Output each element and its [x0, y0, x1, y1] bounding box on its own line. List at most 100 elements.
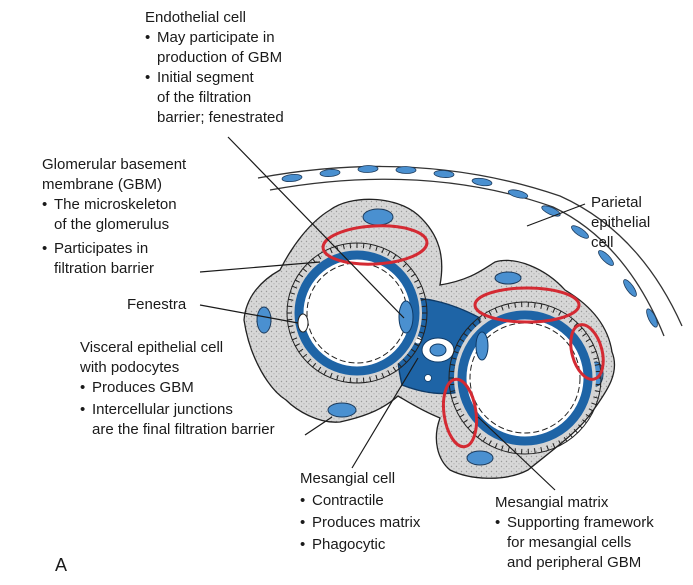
leader-fenestra	[199, 304, 299, 324]
foot-process	[392, 254, 397, 261]
foot-process	[401, 263, 407, 269]
visceral-title-2: with podocytes	[80, 359, 180, 376]
endothelial-bullet-1: May participate in	[157, 29, 275, 46]
foot-process	[401, 357, 407, 363]
foot-process	[450, 390, 457, 393]
label-fenestra: Fenestra	[127, 295, 186, 315]
mesangial-matrix-bullet-1-cont-2: and peripheral GBM	[507, 554, 642, 571]
parietal-nucleus	[646, 308, 658, 328]
foot-process	[307, 357, 313, 363]
visceral-title-1: Visceral epithelial cell	[80, 339, 224, 356]
endothelial-nucleus	[475, 331, 489, 361]
foot-process	[451, 396, 458, 399]
foot-process	[409, 348, 416, 353]
foot-process	[312, 362, 317, 368]
gbm-bullet-2-cont: filtration barrier	[54, 260, 155, 277]
label-mesangial-cell: Mesangial cell Contractile Produces matr…	[300, 469, 420, 555]
parietal-nucleus	[598, 250, 614, 266]
parietal-nucleus	[541, 205, 561, 217]
mesangial-cell-bullet-1: Contractile	[312, 492, 384, 509]
foot-process	[450, 363, 457, 366]
foot-process	[593, 390, 600, 393]
label-gbm: Glomerular basement membrane (GBM) The m…	[42, 155, 186, 279]
leader-mesangial-cell	[351, 357, 419, 469]
foot-process	[342, 375, 345, 382]
foot-process	[288, 325, 295, 328]
foot-process	[546, 305, 549, 312]
endothelial-title: Endothelial cell	[145, 9, 246, 26]
foot-process	[467, 327, 473, 333]
foot-process	[472, 322, 477, 328]
parietal-nucleus	[471, 177, 493, 187]
gbm-bullet-2: Participates in	[54, 240, 149, 257]
mesangial-matrix-bullet-1-cont-1: for mesangial cells	[507, 534, 632, 551]
foot-process	[420, 305, 427, 308]
foot-process	[409, 273, 416, 278]
foot-process	[577, 327, 583, 333]
red-annotation-circle	[441, 377, 479, 449]
label-parietal-epithelial-cell: Parietal epithelial cell	[591, 193, 650, 253]
gbm-bullet-1-cont: of the glomerulus	[54, 216, 170, 233]
parietal-nucleus	[433, 170, 455, 178]
foot-process	[593, 363, 600, 366]
foot-process	[533, 302, 536, 309]
foot-process	[494, 307, 498, 314]
capillary-loop-left	[286, 242, 428, 384]
mesangial-cell-bullet-2: Produces matrix	[312, 514, 421, 531]
parietal-nucleus	[507, 189, 529, 199]
endothelial-bullet-2-cont-1: of the filtration	[157, 89, 252, 106]
visceral-bullet-1: Produces GBM	[92, 379, 194, 396]
foot-process	[587, 407, 594, 412]
foot-process	[397, 362, 402, 368]
foot-process	[392, 365, 397, 372]
foot-process	[563, 436, 568, 442]
foot-process	[287, 305, 294, 308]
fenestra-title: Fenestra	[127, 296, 187, 313]
foot-process	[302, 268, 308, 273]
foot-process	[419, 298, 426, 301]
foot-process	[406, 268, 412, 273]
annotation-circles	[321, 224, 605, 449]
visceral-nucleus	[362, 208, 394, 226]
foot-process	[573, 322, 578, 328]
foot-process	[419, 325, 426, 328]
foot-process	[456, 407, 463, 412]
endothelial-bullet-1-cont: production of GBM	[157, 49, 283, 66]
foot-process	[362, 243, 365, 250]
foot-process	[317, 365, 322, 372]
foot-process	[406, 353, 412, 358]
visceral-bullet-2: Intercellular junctions	[92, 401, 233, 418]
capillary-lumen-right	[469, 322, 581, 434]
parietal-epithelium	[257, 165, 683, 337]
foot-process	[349, 376, 352, 383]
foot-process	[362, 376, 365, 383]
parietal-nuclei	[281, 165, 658, 328]
foot-process	[501, 305, 504, 312]
leader-endothelial	[227, 136, 405, 319]
gbm-title-2: membrane (GBM)	[42, 176, 163, 193]
mesangial-matrix-title: Mesangial matrix	[495, 494, 609, 511]
foot-process	[552, 442, 556, 449]
foot-process	[592, 357, 599, 360]
foot-process	[546, 444, 549, 451]
parietal-line-3: cell	[591, 234, 614, 251]
foot-process	[298, 273, 305, 278]
parietal-nucleus	[623, 279, 637, 297]
red-annotation-circle	[569, 323, 605, 381]
visceral-nucleus	[494, 271, 522, 285]
leader-mesangial-matrix	[477, 416, 556, 491]
foot-process	[584, 338, 591, 343]
foot-process	[467, 423, 473, 429]
mesangial-cell-title: Mesangial cell	[300, 470, 396, 487]
foot-process	[288, 298, 295, 301]
leader-gbm	[199, 261, 321, 273]
foot-process	[587, 344, 594, 349]
endothelial-bullet-2: Initial segment	[157, 69, 254, 86]
foot-process	[369, 375, 372, 382]
parietal-nucleus	[571, 225, 589, 239]
parietal-nucleus	[395, 166, 417, 174]
gbm-bullet-1: The microskeleton	[54, 196, 177, 213]
foot-process	[501, 444, 504, 451]
foot-process	[514, 302, 517, 309]
